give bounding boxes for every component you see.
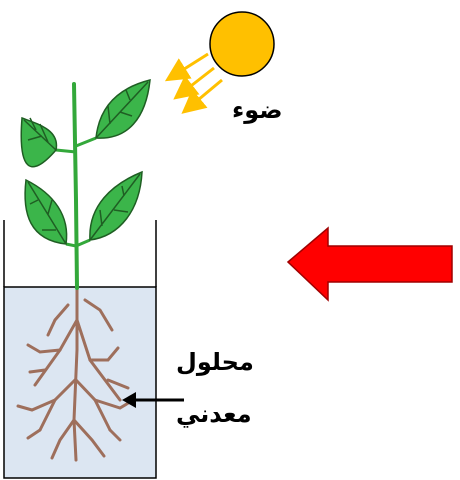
light-rays (170, 54, 222, 110)
light-ray (170, 54, 208, 78)
leaf (21, 118, 56, 167)
leaf-stalk (56, 150, 76, 152)
light-label: ضوء (232, 96, 283, 124)
mineral-solution-label-line2: معدني (176, 400, 252, 428)
big-red-arrow (288, 228, 452, 300)
leaf-stalk (76, 138, 96, 146)
mineral-solution-label-line1: محلول (176, 348, 254, 376)
plant-stem (74, 84, 77, 288)
plant-leaves (21, 80, 150, 244)
sun-icon (210, 12, 274, 76)
leaf-stalk (66, 244, 76, 246)
